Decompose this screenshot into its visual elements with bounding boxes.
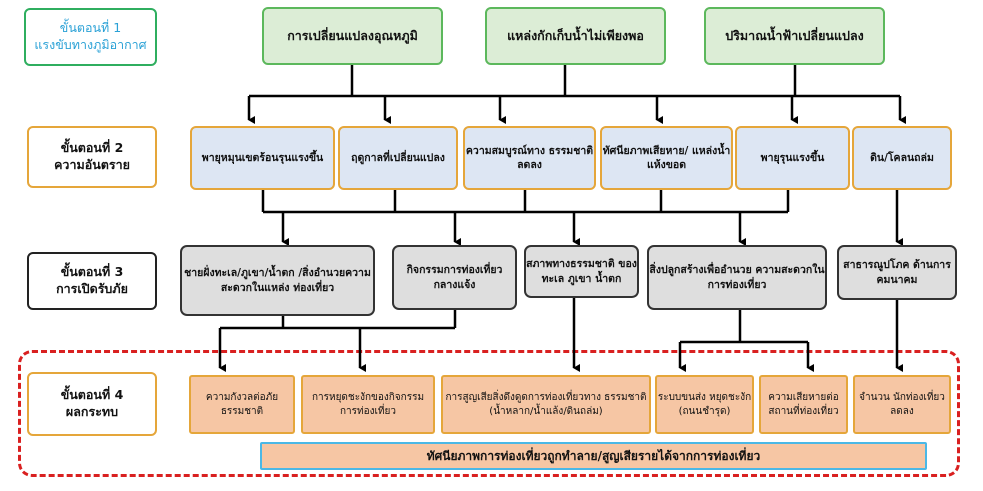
impact-region-outline <box>18 350 960 477</box>
summary-banner: ทัศนียภาพการท่องเที่ยวถูกทำลาย/สูญเสียรา… <box>260 442 927 470</box>
stage-4-label: ขั้นตอนที่ 4 ผลกระทบ <box>27 372 157 436</box>
stage-1-label: ขั้นตอนที่ 1 แรงขับทางภูมิอากาศ <box>24 8 157 66</box>
driver-temperature-change: การเปลี่ยนแปลงอุณหภูมิ <box>262 7 443 65</box>
exposure-outdoor-activities: กิจกรรมการท่องเที่ยว กลางแจ้ง <box>392 245 517 310</box>
stage-2-number: ขั้นตอนที่ 2 <box>60 140 124 156</box>
exposure-transport-infrastructure: สาธารณูปโภค ด้านการคมนาคม <box>837 245 957 300</box>
stage-3-title: การเปิดรับภัย <box>56 281 128 296</box>
stage-3-label: ขั้นตอนที่ 3 การเปิดรับภัย <box>27 252 157 310</box>
impact-disaster-concern: ความกังวลต่อภัย ธรรมชาติ <box>189 375 295 434</box>
stage-1-number: ขั้นตอนที่ 1 <box>59 20 122 36</box>
impact-attraction-loss: การสูญเสียสิ่งดึงดูดการท่องเที่ยวทาง ธรร… <box>441 375 651 434</box>
driver-insufficient-water-storage: แหล่งกักเก็บน้ำไม่เพียงพอ <box>485 7 666 65</box>
stage-4-title: ผลกระทบ <box>65 404 119 419</box>
impact-fewer-tourists: จำนวน นักท่องเที่ยวลดลง <box>853 375 951 434</box>
impact-activity-disruption: การหยุดชะงักของกิจกรรม การท่องเที่ยว <box>301 375 435 434</box>
impact-site-damage: ความเสียหายต่อ สถานที่ท่องเที่ยว <box>759 375 848 434</box>
hazard-stronger-storms: พายุรุนแรงขึ้น <box>735 126 850 190</box>
stage-4-number: ขั้นตอนที่ 4 <box>60 387 124 403</box>
hazard-season-change: ฤดูกาลที่เปลี่ยนแปลง <box>338 126 458 190</box>
impact-transport-disruption: ระบบขนส่ง หยุดชะงัก (ถนนชำรุด) <box>655 375 754 434</box>
hazard-tropical-cyclones: พายุหมุนเขตร้อนรุนแรงขึ้น <box>190 126 335 190</box>
stage-2-title: ความอันตราย <box>54 157 130 172</box>
exposure-coast-mountain-waterfall: ชายฝั่งทะเล/ภูเขา/น้ำตก /สิ่งอำนวยความสะ… <box>180 245 375 316</box>
stage-3-number: ขั้นตอนที่ 3 <box>60 264 124 280</box>
stage-2-label: ขั้นตอนที่ 2 ความอันตราย <box>27 126 157 188</box>
exposure-natural-conditions: สภาพทางธรรมชาติ ของทะเล ภูเขา น้ำตก <box>524 245 639 298</box>
hazard-landscape-damage: ทัศนียภาพเสียหาย/ แหล่งน้ำแห้งขอด <box>600 126 733 190</box>
hazard-landslides: ดิน/โคลนถล่ม <box>852 126 952 190</box>
exposure-tourism-facilities: สิ่งปลูกสร้างเพื่ออำนวย ความสะดวกในการท่… <box>647 245 827 310</box>
stage-1-title: แรงขับทางภูมิอากาศ <box>34 37 147 52</box>
driver-precipitation-change: ปริมาณน้ำฟ้าเปลี่ยนแปลง <box>704 7 885 65</box>
hazard-nature-decline: ความสมบูรณ์ทาง ธรรมชาติลดลง <box>463 126 596 190</box>
